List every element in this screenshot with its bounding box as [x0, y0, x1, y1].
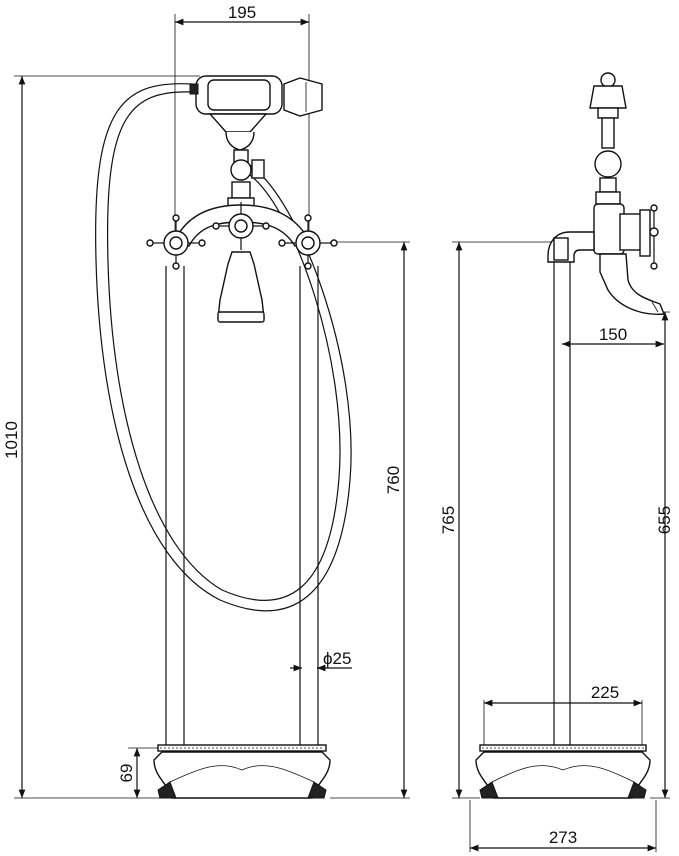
side-bath-spout [599, 253, 666, 315]
left-handle-cross [146, 214, 206, 270]
dim-273-label: 273 [549, 828, 577, 847]
center-handle-cross [212, 202, 270, 250]
dim-total-height: 1010 [2, 75, 200, 799]
dim-225-label: 225 [591, 683, 619, 702]
right-standpipe [299, 266, 319, 745]
shower-hose-inner [106, 91, 341, 601]
dim-diameter-label: ϕ25 [323, 649, 351, 668]
right-handle-cross [278, 214, 338, 270]
dim-765-label: 765 [439, 506, 458, 534]
dim-top-width: 195 [174, 3, 310, 240]
dim-base-top-width: 225 [483, 683, 643, 745]
dim-1010-label: 1010 [2, 421, 21, 459]
dim-150-label: 150 [599, 325, 627, 344]
dim-side-spout-height: 655 [640, 311, 674, 799]
shower-hose [95, 83, 352, 612]
dim-side-total-height: 765 [439, 241, 560, 799]
front-base [153, 744, 331, 799]
side-base [475, 744, 651, 799]
dim-handles-height: 760 [330, 241, 410, 799]
front-view: 195 1010 760 69 ϕ25 [2, 3, 410, 799]
side-elbow [547, 231, 595, 263]
side-standpipe [553, 262, 571, 745]
side-view: 765 655 150 225 273 [439, 72, 674, 852]
side-handheld-shower [589, 72, 627, 205]
dim-655-label: 655 [655, 506, 674, 534]
bath-spout [217, 251, 265, 323]
handheld-shower [189, 75, 323, 151]
dim-69-label: 69 [117, 764, 136, 783]
dim-base-height: 69 [117, 747, 165, 798]
dim-side-spout-reach: 150 [562, 325, 664, 348]
dim-760-label: 760 [384, 466, 403, 494]
dim-pipe-diameter: ϕ25 [290, 649, 352, 672]
dim-195-label: 195 [228, 3, 256, 22]
dim-base-bottom-width: 273 [469, 800, 657, 852]
left-standpipe [165, 266, 185, 745]
